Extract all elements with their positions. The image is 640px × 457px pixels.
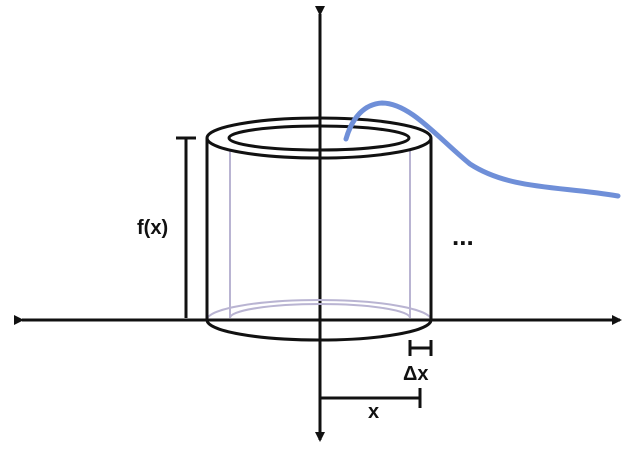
- cylindrical-shell: [205, 116, 433, 342]
- continuation-ellipsis: ...: [452, 221, 474, 251]
- shell-bottom-front-edge: [205, 319, 433, 342]
- height-dimension: [176, 136, 196, 318]
- thickness-label: Δx: [403, 363, 429, 385]
- radius-label: x: [368, 401, 379, 423]
- height-label: f(x): [137, 217, 168, 239]
- shell-hidden-edges: [206, 150, 432, 321]
- shell-top-inner-rim: [227, 124, 411, 152]
- function-curve: [343, 100, 621, 199]
- thickness-dimension: [408, 340, 433, 356]
- radius-dimension: [320, 388, 422, 408]
